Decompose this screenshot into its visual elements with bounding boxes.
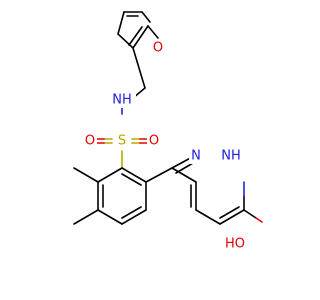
bond [117,33,134,49]
methyl-bond [73,167,99,183]
bond [219,206,240,219]
bond [147,25,159,39]
bond [121,209,147,225]
label-bg [151,40,165,56]
bond [243,209,257,219]
bond [141,11,151,23]
methyl-bond [73,209,99,225]
benzene-ring [97,167,147,225]
ring-nitrogen-label: N [191,149,201,164]
bond [255,217,263,223]
bond [145,167,173,183]
bond [219,209,245,225]
bond [132,25,149,49]
furan-ring [117,11,159,49]
label-bg [83,133,97,149]
molecule-structure: O NH S O O N NH HO [73,11,263,252]
pyridazinone-ring [171,154,245,225]
label-bg [147,133,161,149]
bond [171,167,197,183]
sulfonyl-oxygen-right-label: O [149,134,159,149]
bond [175,162,194,174]
bond [97,167,123,183]
bond [132,47,146,89]
amide-nh-label: NH [112,93,132,108]
keto-ho-label: HO [225,237,245,252]
bond [195,209,221,225]
bond [121,173,142,186]
bond [121,167,147,183]
bond [97,209,123,225]
bond [121,206,142,219]
label-bg [108,92,136,108]
atom-labels: O NH S O O N NH HO [83,40,250,252]
label-bg [114,133,130,149]
sulfonyl-oxygen-left-label: O [85,134,95,149]
sulfur-label: S [118,134,126,149]
label-bg [216,148,246,164]
label-bg [220,236,250,252]
bond [128,26,143,46]
furan-oxygen-label: O [153,41,163,56]
bond [117,11,125,35]
ring-nh-label: NH [221,149,241,164]
label-bg [189,148,203,164]
